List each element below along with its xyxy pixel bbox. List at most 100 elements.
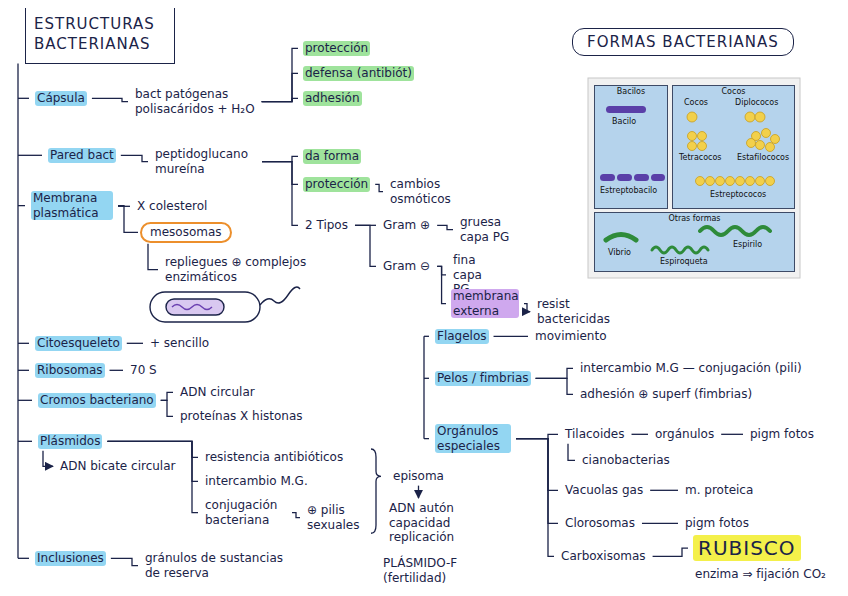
concept-node: adhesión ⊕ superf (fimbrias) [575,386,757,403]
node-text: pigm fotos [748,427,816,442]
node-text: Carboxisomas [559,549,648,564]
curly-brace [371,449,381,533]
node-text: gránulos de sustancias de reserva [143,551,287,580]
panel-fill [672,85,795,209]
concept-node: proteínas X histonas [175,408,308,425]
node-text: ADN circular [178,385,257,400]
shape-label: Vibrio [608,248,631,258]
connector [632,434,648,435]
node-text: Otras formas [596,214,793,224]
bracket-line [423,336,424,438]
node-text: adhesión [303,91,362,106]
shape-label: Estreptococos [710,190,766,200]
connector [262,162,298,226]
panel-fill [594,85,668,209]
shape-label: Espiroqueta [660,257,708,267]
node-text: Orgánulos especiales [435,424,511,453]
shape-label: Tetracocos [679,153,722,163]
spine-tick [18,558,29,559]
node-text: ⊕ pilis sexuales [305,503,363,532]
concept-node: ADN bicate circular [55,458,180,475]
node-text: Pared bact [48,148,116,163]
concept-node: Membrana plasmática [28,190,116,221]
concept-node: Gram ⊖ [378,258,435,275]
connector [121,155,148,161]
node-text: gruesa capa PG [458,215,512,244]
connector [536,378,573,394]
connector [516,439,558,524]
concept-node: Tilacoides [560,426,630,443]
concept-node: 2 Tipos [300,217,353,234]
node-text: Plásmidos [38,434,102,449]
node-text: polisacáridos + H₂O [133,102,257,117]
connector [494,336,528,337]
connector [107,441,198,457]
concept-node: Flagelos [432,328,492,345]
concept-node: Ribosomas [32,362,108,379]
node-text: adhesión ⊕ superf (fimbrias) [578,387,754,402]
node-text: Flagelos [435,329,489,344]
node-text: Vacuolas gas [563,483,645,498]
concept-node: RUBISCO [690,534,804,562]
concept-node: Cápsula [32,90,90,107]
node-text: mesosomas [148,225,224,240]
node-text: intercambio M.G. [203,474,310,489]
node-text: ADN bicate circular [58,459,177,474]
node-text: enzima ⇒ fijación CO₂ [693,567,828,582]
concept-node: gránulos de sustancias de reserva [140,550,290,581]
connector [516,439,558,491]
node-text: conjugación bacteriana [203,498,287,527]
connector [292,513,300,518]
connector [118,206,138,233]
shape-label: Diplococos [735,98,778,108]
concept-node: conjugación bacteriana [200,497,290,528]
concept-node: Inclusiones [32,550,109,567]
node-text: membrana externa [451,289,519,318]
node-text: Cocos [674,87,793,97]
node-text: Membrana plasmática [31,191,113,220]
concept-node: ⊕ pilis sexuales [302,502,366,533]
cocci-shapes [687,112,780,186]
concept-node: protección [300,176,373,193]
node-text: proteínas X histonas [178,409,305,424]
concept-node: Vacuolas gas [560,482,648,499]
node-text: + sencillo [148,336,211,351]
concept-node: ADN circular [175,384,260,401]
connector [262,48,298,101]
connector [516,439,554,557]
concept-node: movimiento [530,328,612,345]
node-text: 2 Tipos [303,218,350,233]
bacillus-shape [606,106,646,113]
concept-node: resistencia antibióticos [200,449,348,466]
streptobacillus-shape [600,174,665,181]
connector [568,444,575,461]
concept-node: FORMAS BACTERIANAS [572,28,794,56]
node-text: episoma [391,469,446,484]
node-text: Citoesqueleto [35,336,122,351]
node-text: X colesterol [135,199,209,214]
concept-node: defensa (antibiót) [300,65,417,82]
concept-node: + sencillo [145,335,214,352]
concept-node: Carboxisomas [556,548,651,565]
node-text: PLÁSMIDO-F (fertilidad) [381,556,475,585]
connector [43,451,53,467]
connector [524,304,530,312]
spine-tick [18,343,29,344]
node-text: orgánulos [653,427,716,442]
concept-node: Citoesqueleto [32,335,125,352]
shape-label: Estafilococos [737,153,789,163]
concept-node: da forma [300,148,364,165]
node-text: protección [303,41,370,56]
shape-label: Cocos [684,98,708,108]
node-text: Tilacoides [563,427,627,442]
node-text: Gram ⊕ [381,218,432,233]
concept-node: intercambio M.G. [200,473,313,490]
bracket-tick [424,336,429,337]
concept-node: pigm fotos [745,426,819,443]
shape-label: Bacilo [612,117,636,127]
bracket-tick [424,438,429,439]
connector [437,266,446,303]
image-frame [588,78,800,278]
title-box: ESTRUCTURAS BACTERIANAS [25,8,175,64]
